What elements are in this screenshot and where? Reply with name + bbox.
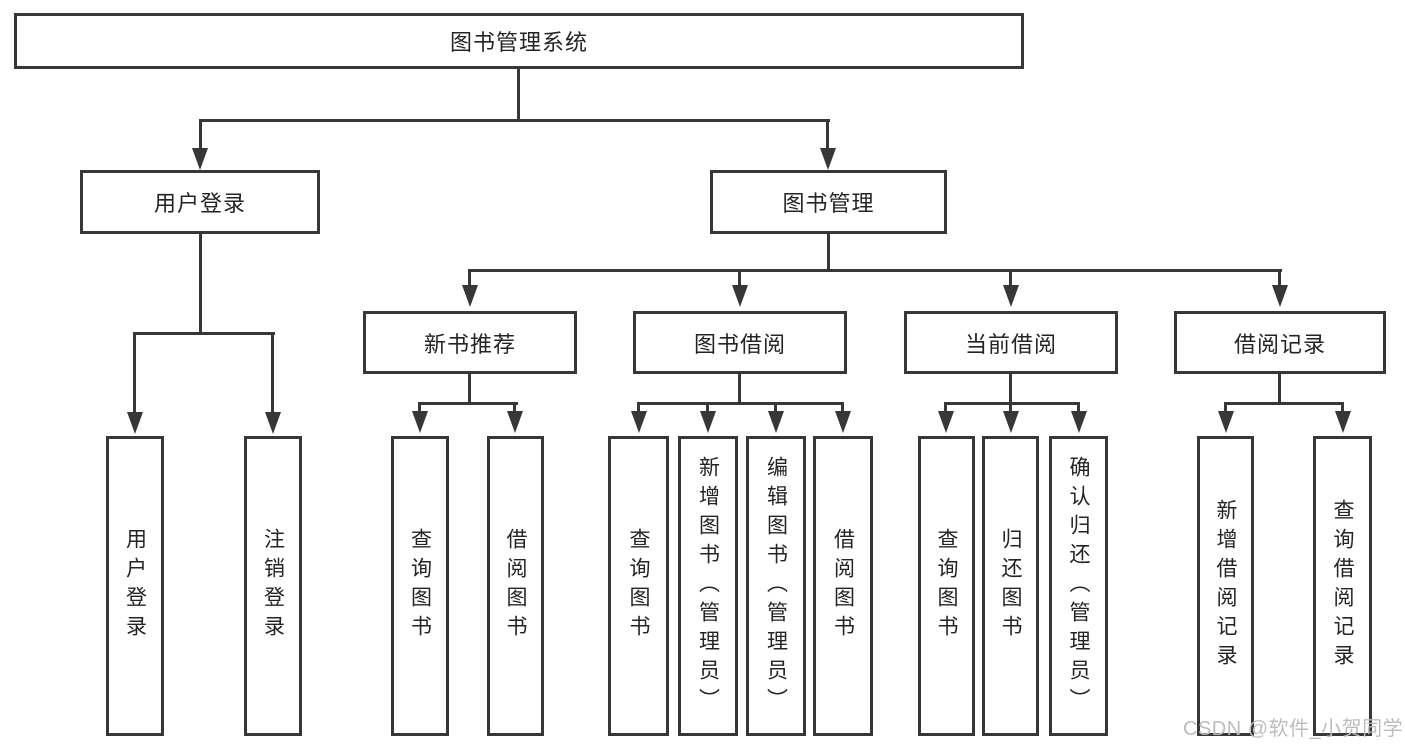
leaf-borrow-books-recommend: 借阅图书 [487,436,544,736]
connector-line [468,374,471,404]
connector-line [468,269,471,285]
leaf-confirm-return-admin: 确认归还（管理员） [1049,436,1108,736]
node-label: 借阅图书 [504,528,527,644]
connector-line [199,119,202,152]
connector-line [1341,402,1344,412]
arrowhead-icon [127,412,143,434]
leaf-return-books: 归还图书 [982,436,1039,736]
arrowhead-icon [820,148,836,170]
node-book-borrow: 图书借阅 [633,311,847,374]
connector-line [774,402,777,412]
connector-line [133,332,136,414]
leaf-query-books-recommend: 查询图书 [391,436,449,736]
node-current-borrow: 当前借阅 [904,311,1118,374]
arrowhead-icon [192,148,208,170]
node-borrow-records: 借阅记录 [1174,311,1386,374]
connector-line [738,269,741,285]
node-library-system: 图书管理系统 [14,13,1024,69]
connector-line [199,119,830,122]
connector-line [418,402,421,412]
node-new-book-recommend: 新书推荐 [363,311,577,374]
connector-line [133,332,275,335]
connector-line [738,374,741,404]
connector-line [944,402,1080,405]
csdn-watermark: CSDN @软件_小贺同学 [1183,718,1404,740]
connector-line [468,269,1282,272]
leaf-add-book-admin: 新增图书（管理员） [678,436,738,736]
connector-line [418,402,518,405]
node-label: 借阅记录 [1233,331,1326,357]
connector-line [944,402,947,412]
connector-line [706,402,709,412]
leaf-query-books-borrow: 查询图书 [608,436,669,736]
connector-line [199,234,202,334]
connector-line [1224,402,1227,412]
connector-line [513,402,516,412]
connector-line [637,402,640,412]
arrowhead-icon [1003,285,1019,307]
connector-line [271,332,274,414]
leaf-query-books-current: 查询图书 [918,436,975,736]
node-label: 查询图书 [935,528,958,644]
node-label: 新书推荐 [423,331,516,357]
node-label: 新增图书（管理员） [696,455,720,717]
node-label: 查询图书 [408,528,432,644]
connector-line [1077,402,1080,412]
node-label: 查询图书 [627,528,650,644]
leaf-query-borrow-record: 查询借阅记录 [1313,436,1372,736]
node-label: 查询借阅记录 [1331,499,1354,673]
node-label: 借阅图书 [831,528,855,644]
node-label: 编辑图书（管理员） [764,455,788,717]
connector-line [1278,374,1281,404]
connector-line [517,67,520,121]
connector-line [841,402,844,412]
arrowhead-icon [462,285,478,307]
arrowhead-icon [1003,411,1019,433]
leaf-logout: 注销登录 [244,436,302,736]
arrowhead-icon [265,412,281,434]
connector-line [826,119,829,152]
connector-line [827,234,830,272]
connector-line [1278,269,1281,285]
node-label: 用户登录 [123,528,147,644]
arrowhead-icon [1071,411,1087,433]
node-label: 用户登录 [153,191,246,216]
connector-line [1009,269,1012,285]
leaf-edit-book-admin: 编辑图书（管理员） [746,436,806,736]
node-user-login: 用户登录 [80,170,320,234]
arrowhead-icon [1218,411,1234,433]
arrowhead-icon [412,411,428,433]
connector-line [1224,402,1344,405]
node-label: 新增借阅记录 [1214,499,1237,673]
connector-line [637,402,844,405]
leaf-add-borrow-record: 新增借阅记录 [1197,436,1254,736]
arrowhead-icon [700,411,716,433]
arrowhead-icon [732,285,748,307]
connector-line [1009,402,1012,412]
node-label: 注销登录 [261,528,285,644]
node-book-management: 图书管理 [710,170,947,234]
node-label: 图书管理系统 [449,30,588,55]
leaf-user-login: 用户登录 [106,436,164,736]
leaf-borrow-books: 借阅图书 [813,436,873,736]
arrowhead-icon [938,411,954,433]
node-label: 当前借阅 [964,331,1057,357]
arrowhead-icon [507,411,523,433]
arrowhead-icon [768,411,784,433]
arrowhead-icon [1335,411,1351,433]
node-label: 归还图书 [999,528,1022,644]
arrowhead-icon [631,411,647,433]
node-label: 确认归还（管理员） [1067,455,1090,717]
arrowhead-icon [1272,285,1288,307]
node-label: 图书借阅 [693,331,786,357]
connector-line [1009,374,1012,404]
node-label: 图书管理 [782,191,875,216]
arrowhead-icon [835,411,851,433]
